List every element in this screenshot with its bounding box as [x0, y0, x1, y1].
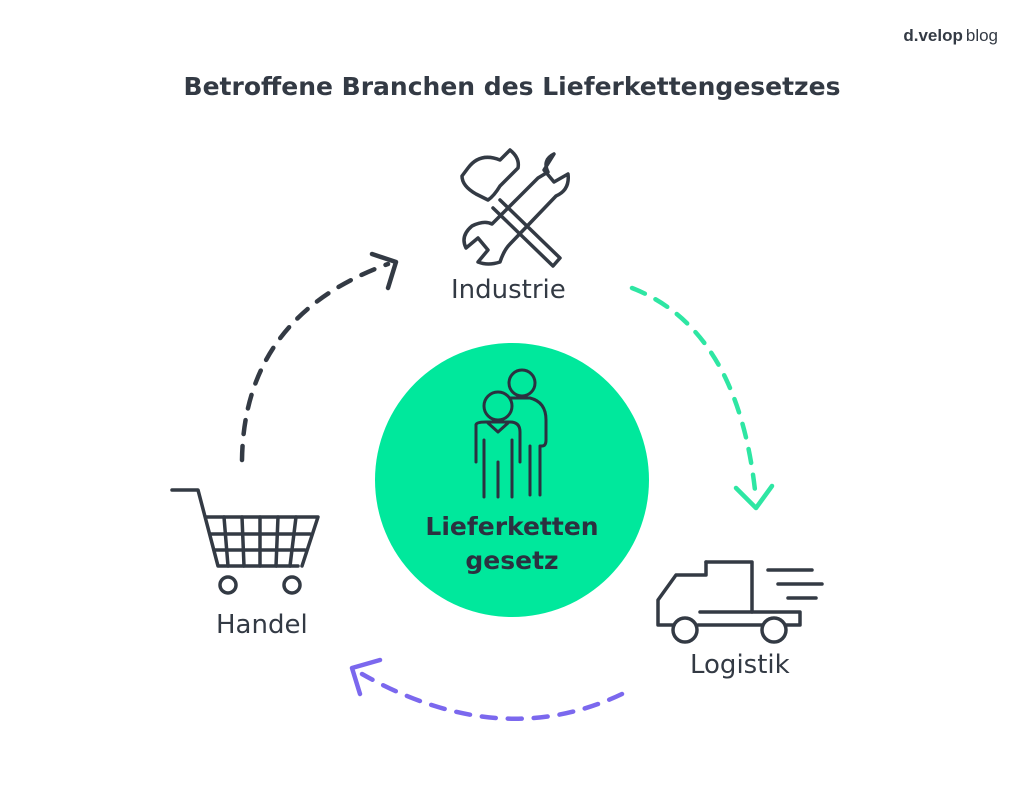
center-label-line1: Lieferketten	[425, 512, 599, 541]
shopping-cart-icon	[170, 488, 320, 595]
center-label-line2: gesetz	[465, 546, 559, 575]
arrow-handel-to-industrie	[239, 251, 399, 463]
people-icon	[474, 368, 548, 499]
node-label-industrie: Industrie	[451, 275, 566, 305]
truck-icon	[656, 560, 824, 644]
arrow-logistik-to-handel	[349, 657, 625, 721]
center-label: Lieferketten gesetz	[375, 510, 649, 578]
node-label-handel: Handel	[216, 610, 308, 640]
node-label-logistik: Logistik	[690, 650, 790, 680]
arrow-industrie-to-logistik	[629, 285, 775, 511]
brand-suffix: blog	[965, 26, 998, 45]
page-title: Betroffene Branchen des Lieferkettengese…	[183, 72, 841, 101]
brand-name: d.velop	[903, 26, 963, 45]
tools-icon	[460, 148, 570, 268]
